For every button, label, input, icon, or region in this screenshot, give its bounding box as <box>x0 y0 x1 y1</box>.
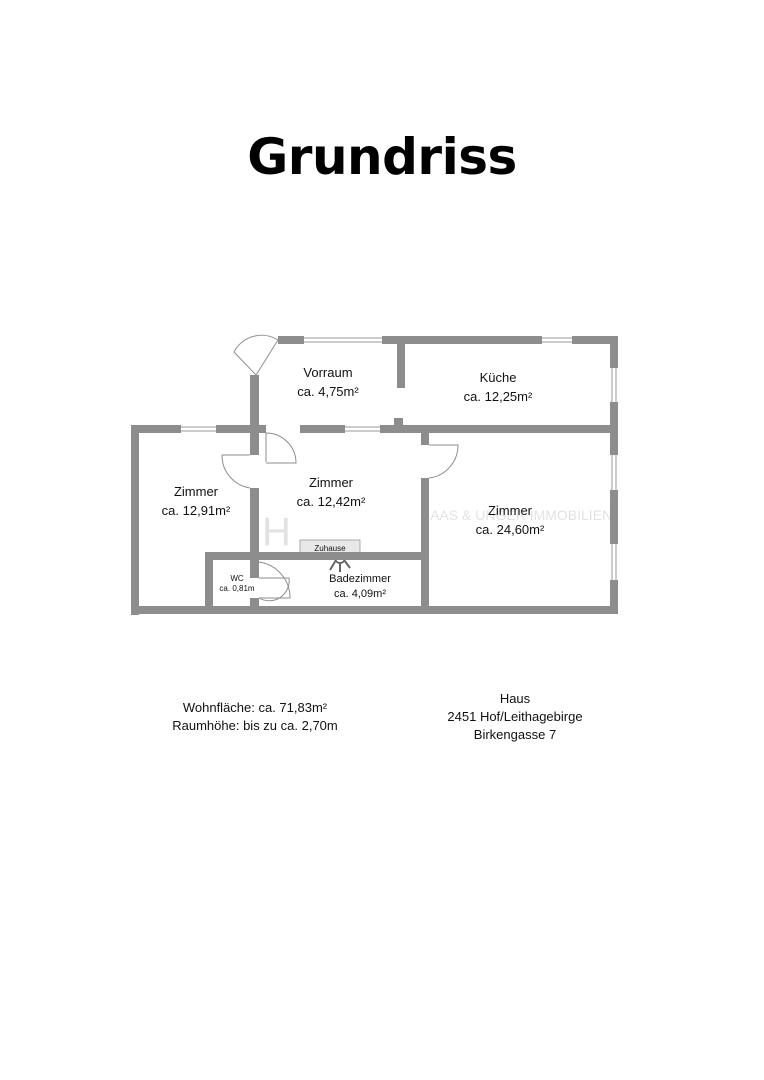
room-name-bad: Badezimmer <box>329 573 391 585</box>
room-area-vorraum: ca. 4,75m² <box>297 384 359 399</box>
wall-segment <box>216 425 266 433</box>
wall-segment <box>610 580 618 614</box>
watermark-tag-text: Zuhause <box>314 544 346 553</box>
wall-segment <box>250 560 259 578</box>
room-name-zimmer-left: Zimmer <box>174 484 219 499</box>
entry-door-leaf <box>255 339 279 376</box>
room-name-wc: WC <box>230 574 244 583</box>
room-labels: Vorraum ca. 4,75m² Küche ca. 12,25m² Zim… <box>162 365 545 600</box>
wall-segment <box>131 606 618 614</box>
wall-segment <box>572 336 618 344</box>
room-name-vorraum: Vorraum <box>303 365 352 380</box>
room-name-kueche: Küche <box>480 370 517 385</box>
wall-segment <box>610 336 618 368</box>
watermark-logo: H HAAS & UNGER IMMOBILIEN Zuhause <box>262 507 612 572</box>
room-area-zimmer-mid: ca. 12,42m² <box>297 494 366 509</box>
wall-segment <box>300 425 345 433</box>
walls <box>131 336 618 615</box>
room-area-wc: ca. 0,81m <box>219 584 254 593</box>
door-zimmer-left <box>221 454 251 489</box>
watermark-letter-h: H <box>262 510 291 554</box>
room-name-zimmer-mid: Zimmer <box>309 475 354 490</box>
windows <box>181 337 617 580</box>
summary-block: Wohnfläche: ca. 71,83m² Raumhöhe: bis zu… <box>150 699 360 735</box>
wall-segment <box>278 336 304 344</box>
wall-segment <box>380 425 618 433</box>
room-area-zimmer-left: ca. 12,91m² <box>162 503 231 518</box>
entry-door <box>233 334 279 376</box>
door-zimmer-mid <box>265 432 297 464</box>
address-block: Haus 2451 Hof/Leithagebirge Birkengasse … <box>410 690 620 744</box>
wall-segment <box>610 402 618 432</box>
door-bad <box>258 561 291 599</box>
wall-segment <box>205 552 429 560</box>
room-area-zimmer-right: ca. 24,60m² <box>476 522 545 537</box>
wall-segment <box>250 433 259 455</box>
watermark-keys <box>329 559 351 572</box>
door-zimmer-right <box>428 444 459 479</box>
watermark-text: HAAS & UNGER IMMOBILIEN <box>420 507 612 523</box>
wall-segment <box>131 425 181 433</box>
wall-segment <box>421 433 429 445</box>
wall-segment <box>610 425 618 455</box>
wall-segment <box>610 490 618 544</box>
room-name-zimmer-right: Zimmer <box>488 503 533 518</box>
address-street: Birkengasse 7 <box>473 727 557 742</box>
page-title: Grundriss <box>247 128 517 186</box>
wall-segment <box>250 375 259 433</box>
wall-segment <box>397 336 405 388</box>
wall-segment <box>250 598 259 614</box>
doors <box>221 334 459 602</box>
wall-segment <box>382 336 542 344</box>
address-city: 2451 Hof/Leithagebirge <box>447 709 583 724</box>
wall-segment <box>205 552 213 614</box>
wall-segment <box>394 418 403 428</box>
property-type: Haus <box>499 691 531 706</box>
raumhoehe-text: Raumhöhe: bis zu ca. 2,70m <box>172 718 338 733</box>
room-area-bad: ca. 4,09m² <box>334 588 386 600</box>
wall-segment <box>131 425 139 615</box>
wohnflaeche-text: Wohnfläche: ca. 71,83m² <box>182 700 328 715</box>
wall-segment <box>421 478 429 614</box>
door-wc <box>258 577 290 602</box>
wall-segment <box>250 488 259 562</box>
room-area-kueche: ca. 12,25m² <box>464 389 533 404</box>
